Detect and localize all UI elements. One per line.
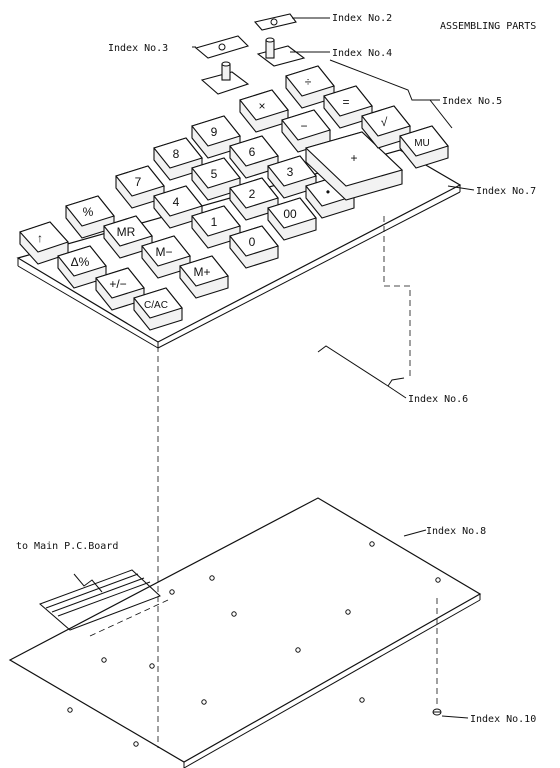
svg-text:×: × xyxy=(258,99,265,113)
label-index-2: Index No.2 xyxy=(332,13,392,24)
svg-text:↑: ↑ xyxy=(37,231,43,245)
label-index-5: Index No.5 xyxy=(442,96,502,107)
svg-text:8: 8 xyxy=(173,147,180,161)
key-6[interactable]: 6 xyxy=(229,135,279,179)
label-index-7: Index No.7 xyxy=(476,186,536,197)
svg-text:9: 9 xyxy=(211,125,218,139)
label-index-8: Index No.8 xyxy=(426,526,486,537)
key-equals[interactable]: = xyxy=(323,85,373,129)
svg-text:2: 2 xyxy=(249,187,256,201)
key-percent[interactable]: % xyxy=(65,195,115,239)
label-index-4: Index No.4 xyxy=(332,48,392,59)
bottom-plate xyxy=(8,497,482,763)
svg-text:C/AC: C/AC xyxy=(144,300,168,311)
svg-text:−: − xyxy=(300,119,307,133)
index-4-part xyxy=(256,37,306,67)
svg-text:MU: MU xyxy=(414,138,430,149)
guide-line-right xyxy=(383,216,411,380)
label-index-6: Index No.6 xyxy=(408,394,468,405)
svg-text:5: 5 xyxy=(211,167,218,181)
leader-lines xyxy=(192,17,475,719)
key-mu[interactable]: MU xyxy=(399,125,449,169)
key-8[interactable]: 8 xyxy=(153,137,203,181)
index-4b-part xyxy=(200,61,250,95)
key-2[interactable]: 2 xyxy=(229,177,279,221)
diagram-title: ASSEMBLING PARTS xyxy=(440,21,536,32)
svg-text:M−: M− xyxy=(155,245,172,259)
index-3-part xyxy=(194,35,250,59)
svg-text:0: 0 xyxy=(249,235,256,249)
svg-text:4: 4 xyxy=(173,195,180,209)
key-plus[interactable]: + xyxy=(304,131,404,201)
plate-contact-row xyxy=(89,599,169,637)
label-index-10: Index No.10 xyxy=(470,714,536,725)
key-00[interactable]: 00 xyxy=(267,197,317,241)
svg-text:3: 3 xyxy=(287,165,294,179)
key-decimal[interactable]: • xyxy=(305,175,355,219)
svg-text:÷: ÷ xyxy=(305,75,312,89)
key-minus[interactable]: − xyxy=(281,109,331,153)
key-sqrt[interactable]: √ xyxy=(361,105,411,149)
svg-text:1: 1 xyxy=(211,215,218,229)
svg-text:M+: M+ xyxy=(193,265,210,279)
svg-text:+: + xyxy=(350,151,357,165)
svg-text:=: = xyxy=(342,95,349,109)
key-3[interactable]: 3 xyxy=(267,155,317,199)
index-2-part xyxy=(253,13,297,31)
svg-text:MR: MR xyxy=(117,225,136,239)
key-5[interactable]: 5 xyxy=(191,157,241,201)
key-7[interactable]: 7 xyxy=(115,165,165,209)
key-4[interactable]: 4 xyxy=(153,185,203,229)
key-clear[interactable]: C/AC xyxy=(133,287,183,331)
svg-text:00: 00 xyxy=(283,207,297,221)
label-main-board: to Main P.C.Board xyxy=(16,541,118,552)
label-index-3: Index No.3 xyxy=(108,43,168,54)
svg-text:Δ%: Δ% xyxy=(71,255,90,269)
key-plus-minus[interactable]: +/− xyxy=(95,267,145,311)
plate-holes xyxy=(67,541,441,747)
svg-text:%: % xyxy=(83,205,94,219)
svg-text:6: 6 xyxy=(249,145,256,159)
spring-wire-part xyxy=(317,345,405,391)
key-0[interactable]: 0 xyxy=(229,225,279,269)
svg-text:•: • xyxy=(326,185,330,199)
screw-part xyxy=(432,708,442,716)
key-m-plus[interactable]: M+ xyxy=(179,255,229,299)
key-1[interactable]: 1 xyxy=(191,205,241,249)
svg-text:+/−: +/− xyxy=(109,277,126,291)
svg-text:√: √ xyxy=(381,115,388,129)
key-m-minus[interactable]: M− xyxy=(141,235,191,279)
key-mr[interactable]: MR xyxy=(103,215,153,259)
key-times[interactable]: × xyxy=(239,89,289,133)
key-divide[interactable]: ÷ xyxy=(285,65,335,109)
flex-cable xyxy=(39,569,161,631)
svg-text:7: 7 xyxy=(135,175,142,189)
